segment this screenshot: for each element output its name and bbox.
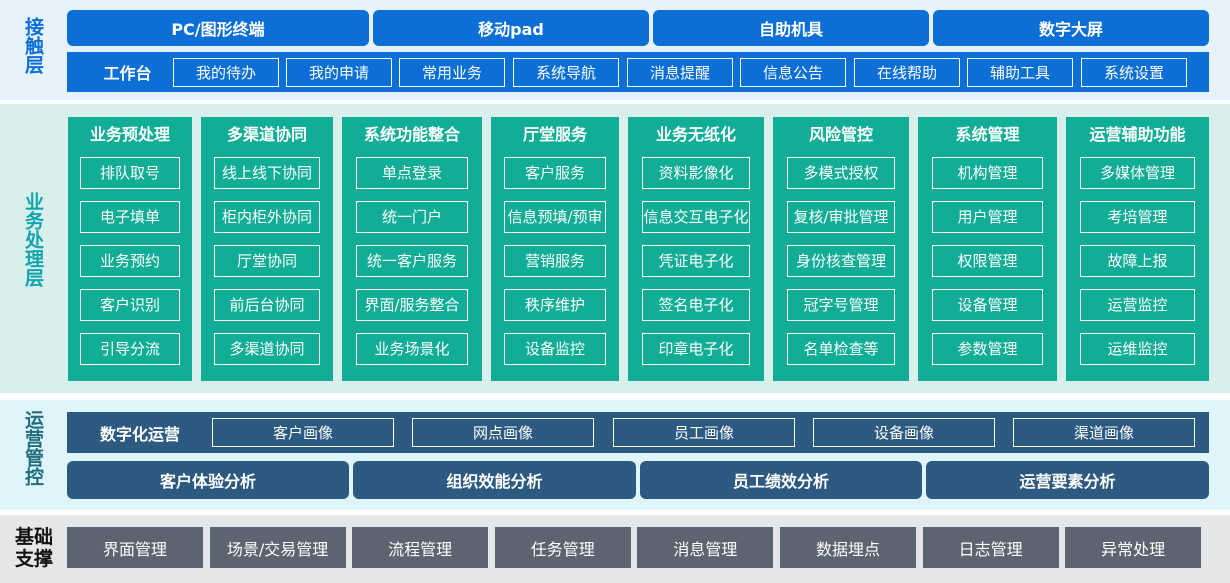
business-column-title: 系统管理	[955, 125, 1020, 144]
business-column	[1066, 117, 1209, 381]
foundation-item[interactable]: 异常处理	[1065, 527, 1202, 568]
business-item[interactable]: 秩序维护	[503, 289, 607, 321]
business-layer-label: 业务处理层	[22, 192, 44, 287]
foundation-item[interactable]: 日志管理	[922, 527, 1059, 568]
business-item[interactable]: 故障上报	[1080, 245, 1195, 277]
business-column-title: 厅堂服务	[522, 125, 587, 144]
business-column	[342, 117, 482, 381]
business-item[interactable]: 前后台协同	[214, 289, 320, 321]
business-item[interactable]: 签名电子化	[641, 289, 751, 321]
terminal-button[interactable]: PC/图形终端	[67, 10, 369, 46]
terminal-button[interactable]: 自助机具	[653, 10, 929, 46]
business-item[interactable]: 排队取号	[80, 157, 180, 189]
workbench-item[interactable]: 常用业务	[399, 58, 505, 87]
business-column	[68, 117, 192, 381]
business-column	[918, 117, 1057, 381]
workbench-item[interactable]: 我的待办	[173, 58, 279, 87]
analysis-button[interactable]: 员工绩效分析	[640, 461, 922, 499]
business-item[interactable]: 凭证电子化	[641, 245, 751, 277]
workbench-item[interactable]: 系统设置	[1081, 58, 1187, 87]
operations-layer-label: 运营管控	[22, 410, 44, 486]
business-item[interactable]: 柜内柜外协同	[214, 201, 320, 233]
business-item[interactable]: 信息预填/预审	[503, 201, 607, 233]
analysis-button[interactable]: 组织效能分析	[353, 461, 636, 499]
business-item[interactable]: 资料影像化	[641, 157, 751, 189]
workbench-item[interactable]: 信息公告	[740, 58, 846, 87]
business-item[interactable]: 身份核查管理	[786, 245, 896, 277]
business-item[interactable]: 设备监控	[503, 333, 607, 365]
foundation-item[interactable]: 任务管理	[494, 527, 631, 568]
business-column-title: 运营辅助功能	[1089, 125, 1186, 144]
profile-item[interactable]: 设备画像	[813, 418, 995, 447]
business-item[interactable]: 厅堂协同	[214, 245, 320, 277]
business-item[interactable]: 界面/服务整合	[356, 289, 468, 321]
business-item[interactable]: 多媒体管理	[1080, 157, 1195, 189]
business-column-title: 业务预处理	[89, 125, 170, 144]
business-item[interactable]: 信息交互电子化	[641, 201, 751, 233]
foundation-item[interactable]: 数据埋点	[780, 527, 916, 568]
business-column-title: 风险管控	[808, 125, 873, 144]
business-item[interactable]: 统一客户服务	[356, 245, 468, 277]
workbench-item[interactable]: 系统导航	[513, 58, 619, 87]
workbench-item[interactable]: 消息提醒	[627, 58, 733, 87]
contact-layer-label: 接触层	[22, 17, 44, 74]
business-item[interactable]: 设备管理	[931, 289, 1044, 321]
business-item[interactable]: 考培管理	[1080, 201, 1195, 233]
foundation-item[interactable]: 场景/交易管理	[209, 527, 346, 568]
analysis-button[interactable]: 客户体验分析	[67, 461, 349, 499]
business-item[interactable]: 参数管理	[931, 333, 1044, 365]
business-item[interactable]: 机构管理	[931, 157, 1044, 189]
business-item[interactable]: 业务场景化	[356, 333, 468, 365]
profile-item[interactable]: 渠道画像	[1013, 418, 1195, 447]
business-column	[628, 117, 764, 381]
business-column	[201, 117, 333, 381]
analysis-button[interactable]: 运营要素分析	[926, 461, 1209, 499]
business-column-title: 系统功能整合	[363, 125, 460, 144]
business-item[interactable]: 单点登录	[356, 157, 468, 189]
business-item[interactable]: 权限管理	[931, 245, 1044, 277]
business-item[interactable]: 引导分流	[80, 333, 180, 365]
business-item[interactable]: 用户管理	[931, 201, 1044, 233]
business-item[interactable]: 客户服务	[503, 157, 607, 189]
workbench-item[interactable]: 我的申请	[286, 58, 392, 87]
business-item[interactable]: 多模式授权	[786, 157, 896, 189]
business-item[interactable]: 复核/审批管理	[786, 201, 896, 233]
business-column-title: 多渠道协同	[226, 125, 307, 144]
workbench-item[interactable]: 辅助工具	[967, 58, 1073, 87]
business-item[interactable]: 业务预约	[80, 245, 180, 277]
business-item[interactable]: 运维监控	[1080, 333, 1195, 365]
profile-item[interactable]: 客户画像	[212, 418, 394, 447]
business-item[interactable]: 线上线下协同	[214, 157, 320, 189]
business-item[interactable]: 印章电子化	[641, 333, 751, 365]
business-item[interactable]: 统一门户	[356, 201, 468, 233]
terminal-button[interactable]: 移动pad	[373, 10, 649, 46]
business-item[interactable]: 营销服务	[503, 245, 607, 277]
foundation-item[interactable]: 消息管理	[637, 527, 774, 568]
workbench-label: 工作台	[103, 64, 152, 83]
business-item[interactable]: 电子填单	[80, 201, 180, 233]
business-column	[491, 117, 619, 381]
digital-ops-label: 数字化运营	[99, 424, 180, 444]
foundation-layer-label: 基础支撑	[14, 526, 53, 570]
foundation-item[interactable]: 流程管理	[352, 527, 489, 568]
business-column-title: 业务无纸化	[655, 125, 736, 144]
business-item[interactable]: 名单检查等	[786, 333, 896, 365]
workbench-item[interactable]: 在线帮助	[854, 58, 960, 87]
business-item[interactable]: 运营监控	[1080, 289, 1195, 321]
business-column	[773, 117, 909, 381]
profile-item[interactable]: 网点画像	[412, 418, 594, 447]
terminal-button[interactable]: 数字大屏	[933, 10, 1209, 46]
business-item[interactable]: 冠字号管理	[786, 289, 896, 321]
profile-item[interactable]: 员工画像	[613, 418, 795, 447]
foundation-item[interactable]: 界面管理	[67, 527, 203, 568]
business-item[interactable]: 客户识别	[80, 289, 180, 321]
business-item[interactable]: 多渠道协同	[214, 333, 320, 365]
